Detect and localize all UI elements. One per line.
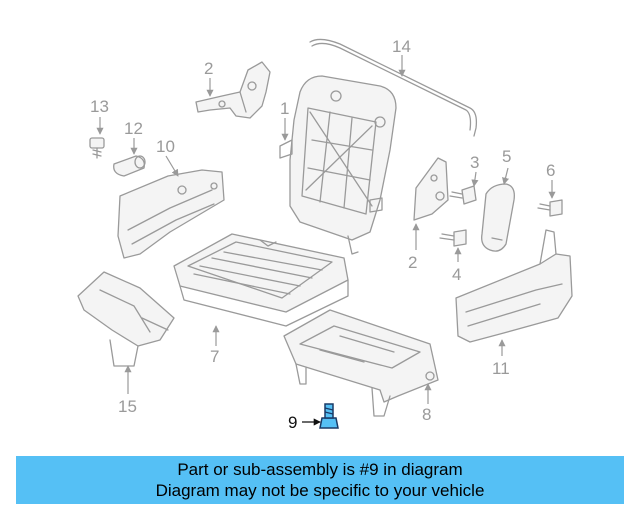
banner-line-2: Diagram may not be specific to your vehi…: [155, 481, 485, 500]
callout-3: 3: [470, 153, 479, 172]
part-14-wire: [309, 38, 478, 137]
parts-diagram: 14 2 13 12 1 10 3 5 6 2 4 7 11 15 8 9: [77, 37, 573, 432]
callout-11: 11: [492, 359, 510, 378]
callout-6: 6: [546, 161, 555, 180]
callout-5: 5: [502, 147, 511, 166]
part-2-upper-bracket: [195, 61, 271, 119]
callout-4: 4: [452, 265, 461, 284]
part-13-bolt: [89, 137, 105, 159]
leader-lines: [96, 55, 556, 426]
part-10-side-cover: [117, 169, 225, 259]
part-15-lower-bracket: [77, 271, 175, 367]
callout-labels: 14 2 13 12 1 10 3 5 6 2 4 7 11 15 8 9: [90, 37, 555, 432]
part-6-bolt: [537, 199, 563, 217]
callout-10: 10: [156, 137, 175, 156]
part-5-trim-cover: [481, 183, 515, 252]
callout-7: 7: [210, 347, 219, 366]
callout-9: 9: [288, 413, 297, 432]
part-3-bolt: [449, 185, 477, 205]
part-1-seatback-frame: [279, 75, 397, 255]
callout-13: 13: [90, 97, 109, 116]
part-7-cushion-frame: [173, 233, 349, 327]
part-2-lower-bracket: [413, 157, 449, 221]
callout-15: 15: [118, 397, 137, 416]
banner-line-1: Part or sub-assembly is #9 in diagram: [177, 460, 463, 479]
part-11-side-trim: [455, 229, 573, 343]
part-12-knob: [113, 155, 146, 177]
callout-14: 14: [392, 37, 411, 56]
part-9-bolt-highlighted: [319, 403, 339, 429]
callout-12: 12: [124, 119, 143, 138]
callout-2-upper: 2: [204, 59, 213, 78]
info-banner: Part or sub-assembly is #9 in diagram Di…: [16, 456, 624, 504]
callout-8: 8: [422, 405, 431, 424]
part-8-seat-track: [283, 309, 439, 417]
callout-1: 1: [280, 99, 289, 118]
part-4-bolt: [439, 229, 467, 247]
callout-2-lower: 2: [408, 253, 417, 272]
